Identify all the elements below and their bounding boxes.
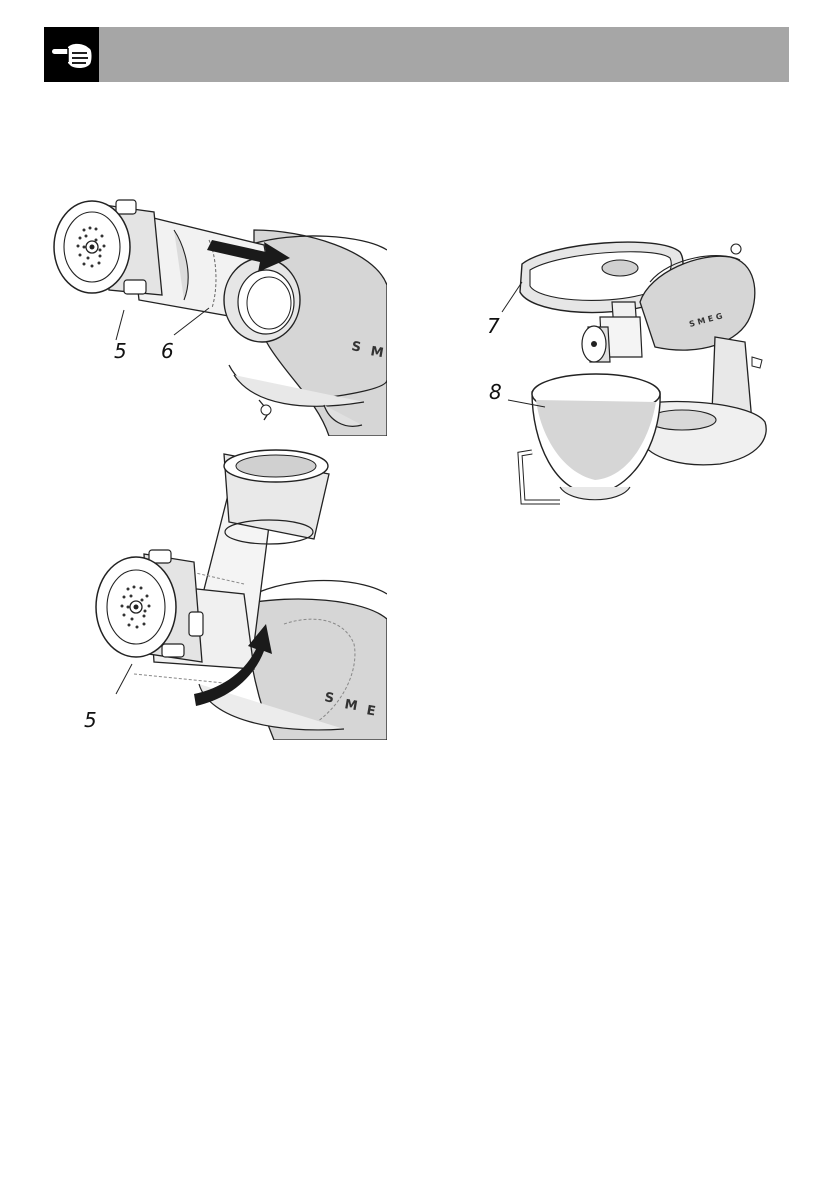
section-header-bar <box>44 27 789 82</box>
figure-grinder-attach: S M <box>44 190 387 436</box>
figure-mixer-tray-bowl: S M E G <box>490 232 780 532</box>
pointing-hand-icon <box>44 27 99 82</box>
callout-7: 7 <box>487 316 500 336</box>
figure-grinder-rotate: S M E <box>44 444 387 740</box>
callout-5-bottom: 5 <box>84 710 97 730</box>
svg-text:M: M <box>369 344 384 361</box>
callout-8: 8 <box>489 382 502 402</box>
callout-5-top: 5 <box>114 341 127 361</box>
svg-text:M: M <box>343 697 358 714</box>
callout-6: 6 <box>161 341 174 361</box>
